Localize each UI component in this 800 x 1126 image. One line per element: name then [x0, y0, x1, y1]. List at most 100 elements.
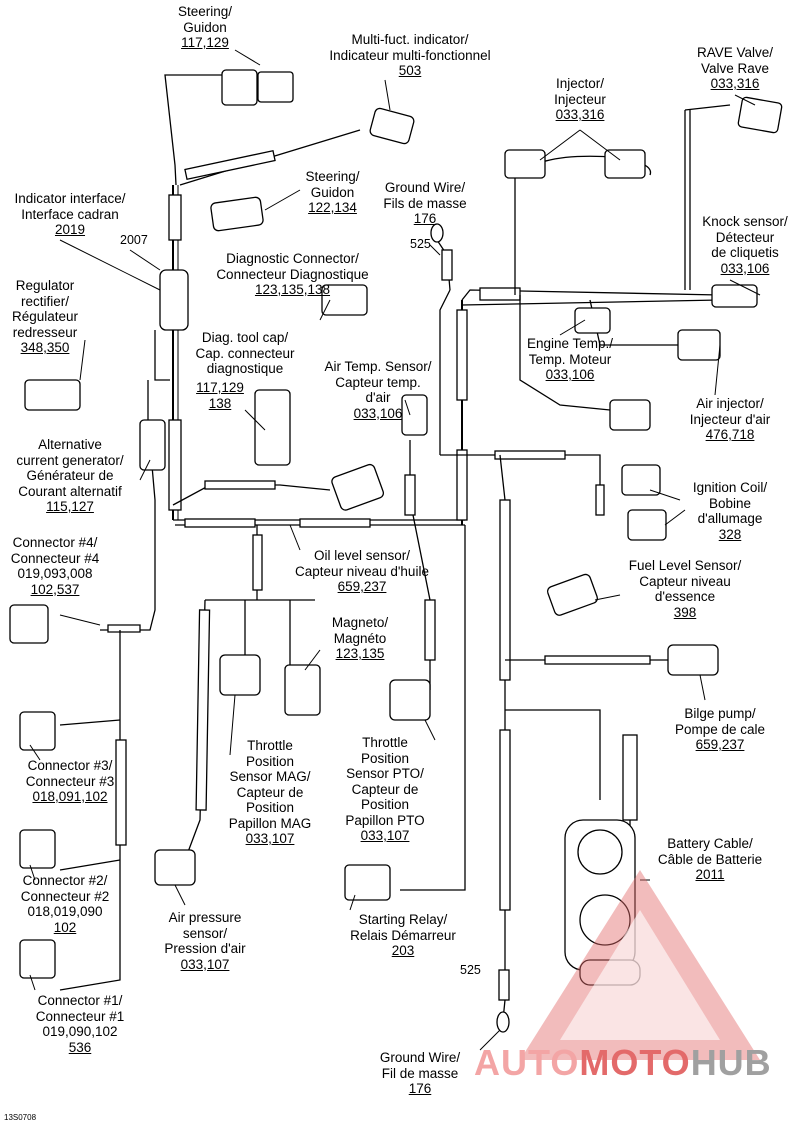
label-line: Cap. connecteur: [195, 345, 295, 361]
label-line: Connecteur #2: [20, 888, 110, 904]
label-line: Multi-fuct. indicator/: [351, 32, 469, 47]
ref-525-top: 525: [410, 237, 431, 251]
label-line: Connector #4/: [12, 535, 98, 550]
label-line: Battery Cable/: [667, 836, 753, 851]
label-line: Fuel Level Sensor/: [628, 558, 742, 573]
part-code: 348,350: [20, 340, 70, 355]
label-line: d'air: [365, 390, 391, 405]
label-fuel-level: Fuel Level Sensor/ Capteur niveau d'esse…: [610, 558, 760, 620]
part-code: 659,237: [695, 737, 745, 752]
label-line: Capteur niveau: [639, 573, 731, 589]
label-line: Capteur niveau d'huile: [295, 563, 429, 579]
label-line: Fil de masse: [381, 1065, 459, 1081]
label-line: Steering/: [305, 169, 360, 184]
label-line: 018,019,090: [27, 904, 103, 919]
part-code: 138: [208, 395, 232, 411]
label-line: Relais Démarreur: [350, 927, 456, 943]
label-line: Pression d'air: [164, 941, 246, 956]
label-line: Starting Relay/: [358, 912, 448, 927]
label-line: Ignition Coil/: [692, 480, 768, 495]
label-line: Papillon MAG: [228, 815, 312, 831]
label-connector-2: Connector #2/ Connecteur #2 018,019,090 …: [10, 873, 120, 935]
label-line: Diagnostic Connector/: [226, 251, 359, 266]
label-line: Temp. Moteur: [528, 351, 612, 367]
part-code: 102,537: [30, 581, 80, 597]
label-line: Position: [360, 750, 410, 766]
label-line: Pompe de cale: [674, 721, 766, 737]
label-line: diagnostique: [206, 361, 284, 376]
label-line: Magnéto: [333, 630, 387, 646]
watermark-text: AUTOMOTOHUB: [474, 1042, 772, 1084]
part-code: 115,127: [46, 499, 94, 514]
label-line: Interface cadran: [21, 206, 119, 222]
part-code: 117,129: [181, 35, 229, 50]
part-code: 033,316: [710, 76, 760, 91]
label-starting-relay: Starting Relay/ Relais Démarreur 203: [338, 912, 468, 959]
label-alt-generator: Alternative current generator/ Générateu…: [0, 437, 140, 515]
part-code: 503: [398, 63, 422, 78]
part-code: 033,316: [555, 107, 605, 122]
label-line: sensor/: [182, 925, 228, 941]
part-code: 033,107: [180, 956, 230, 972]
part-code: 2011: [695, 867, 725, 882]
label-line: Bilge pump/: [684, 706, 756, 721]
label-line: Câble de Batterie: [657, 851, 763, 867]
part-code: 203: [391, 943, 415, 958]
label-connector-4: Connector #4/ Connecteur #4 019,093,008 …: [0, 535, 110, 597]
label-ignition-coil: Ignition Coil/ Bobine d'allumage 328: [680, 480, 780, 542]
label-line: Injecteur: [554, 91, 606, 107]
label-tps-pto: Throttle Position Sensor PTO/ Capteur de…: [335, 735, 435, 844]
part-code: 659,237: [337, 579, 387, 594]
label-line: RAVE Valve/: [696, 45, 774, 60]
label-battery-cable: Battery Cable/ Câble de Batterie 2011: [645, 836, 775, 883]
label-line: rectifier/: [20, 293, 69, 309]
label-line: 019,093,008: [17, 566, 93, 581]
part-code: 033,106: [720, 260, 770, 276]
watermark-part: AUTO: [474, 1042, 580, 1083]
part-code: 033,106: [353, 405, 403, 421]
ref-525-bottom: 525: [460, 963, 481, 977]
connector-shapes: [9, 69, 783, 1033]
label-oil-level: Oil level sensor/ Capteur niveau d'huile…: [272, 548, 452, 595]
part-code: 123,135,138: [254, 282, 331, 297]
label-ground-wire-top: Ground Wire/ Fils de masse 176: [370, 180, 480, 227]
label-line: Diag. tool cap/: [201, 330, 289, 345]
label-rave-valve: RAVE Valve/ Valve Rave 033,316: [685, 45, 785, 92]
label-line: Connecteur #4: [10, 550, 100, 566]
label-line: Sensor MAG/: [229, 769, 311, 784]
label-line: Injector/: [555, 76, 605, 91]
label-multi-indicator: Multi-fuct. indicator/ Indicateur multi-…: [300, 32, 520, 79]
label-engine-temp: Engine Temp./ Temp. Moteur 033,106: [515, 336, 625, 383]
label-diag-tool-cap-codes: 117,129 138: [190, 380, 250, 411]
label-line: redresseur: [12, 324, 78, 340]
part-code: 102: [53, 919, 77, 935]
label-tps-mag: Throttle Position Sensor MAG/ Capteur de…: [220, 738, 320, 847]
watermark-part: MOTO: [579, 1042, 691, 1083]
part-code: 176: [413, 211, 437, 226]
part-code: 123,135: [335, 646, 385, 661]
label-line: Knock sensor/: [702, 214, 788, 229]
label-line: Steering/: [177, 4, 233, 19]
label-line: 019,090,102: [42, 1024, 118, 1039]
label-line: Connector #1/: [37, 993, 123, 1008]
label-air-pressure: Air pressure sensor/ Pression d'air 033,…: [150, 910, 260, 972]
label-line: Alternative: [38, 437, 102, 452]
label-line: Position: [360, 797, 410, 812]
label-air-injector: Air injector/ Injecteur d'air 476,718: [670, 396, 790, 443]
label-line: Fils de masse: [383, 195, 467, 211]
label-line: Connector #2/: [22, 873, 108, 888]
label-line: Injecteur d'air: [689, 411, 771, 427]
label-indicator-interface: Indicator interface/ Interface cadran 20…: [0, 191, 140, 238]
label-injector: Injector/ Injecteur 033,316: [540, 76, 620, 123]
label-line: Détecteur: [715, 229, 775, 245]
label-line: d'essence: [654, 589, 716, 604]
label-line: Throttle: [247, 738, 293, 753]
part-code: 117,129: [196, 380, 244, 395]
part-code: 033,107: [245, 831, 295, 846]
label-magneto: Magneto/ Magnéto 123,135: [320, 615, 400, 662]
label-line: de cliquetis: [711, 245, 779, 260]
label-steering-mid: Steering/ Guidon 122,134: [290, 169, 375, 216]
label-diagnostic-connector: Diagnostic Connector/ Connecteur Diagnos…: [195, 251, 390, 298]
label-line: current generator/: [16, 452, 124, 468]
